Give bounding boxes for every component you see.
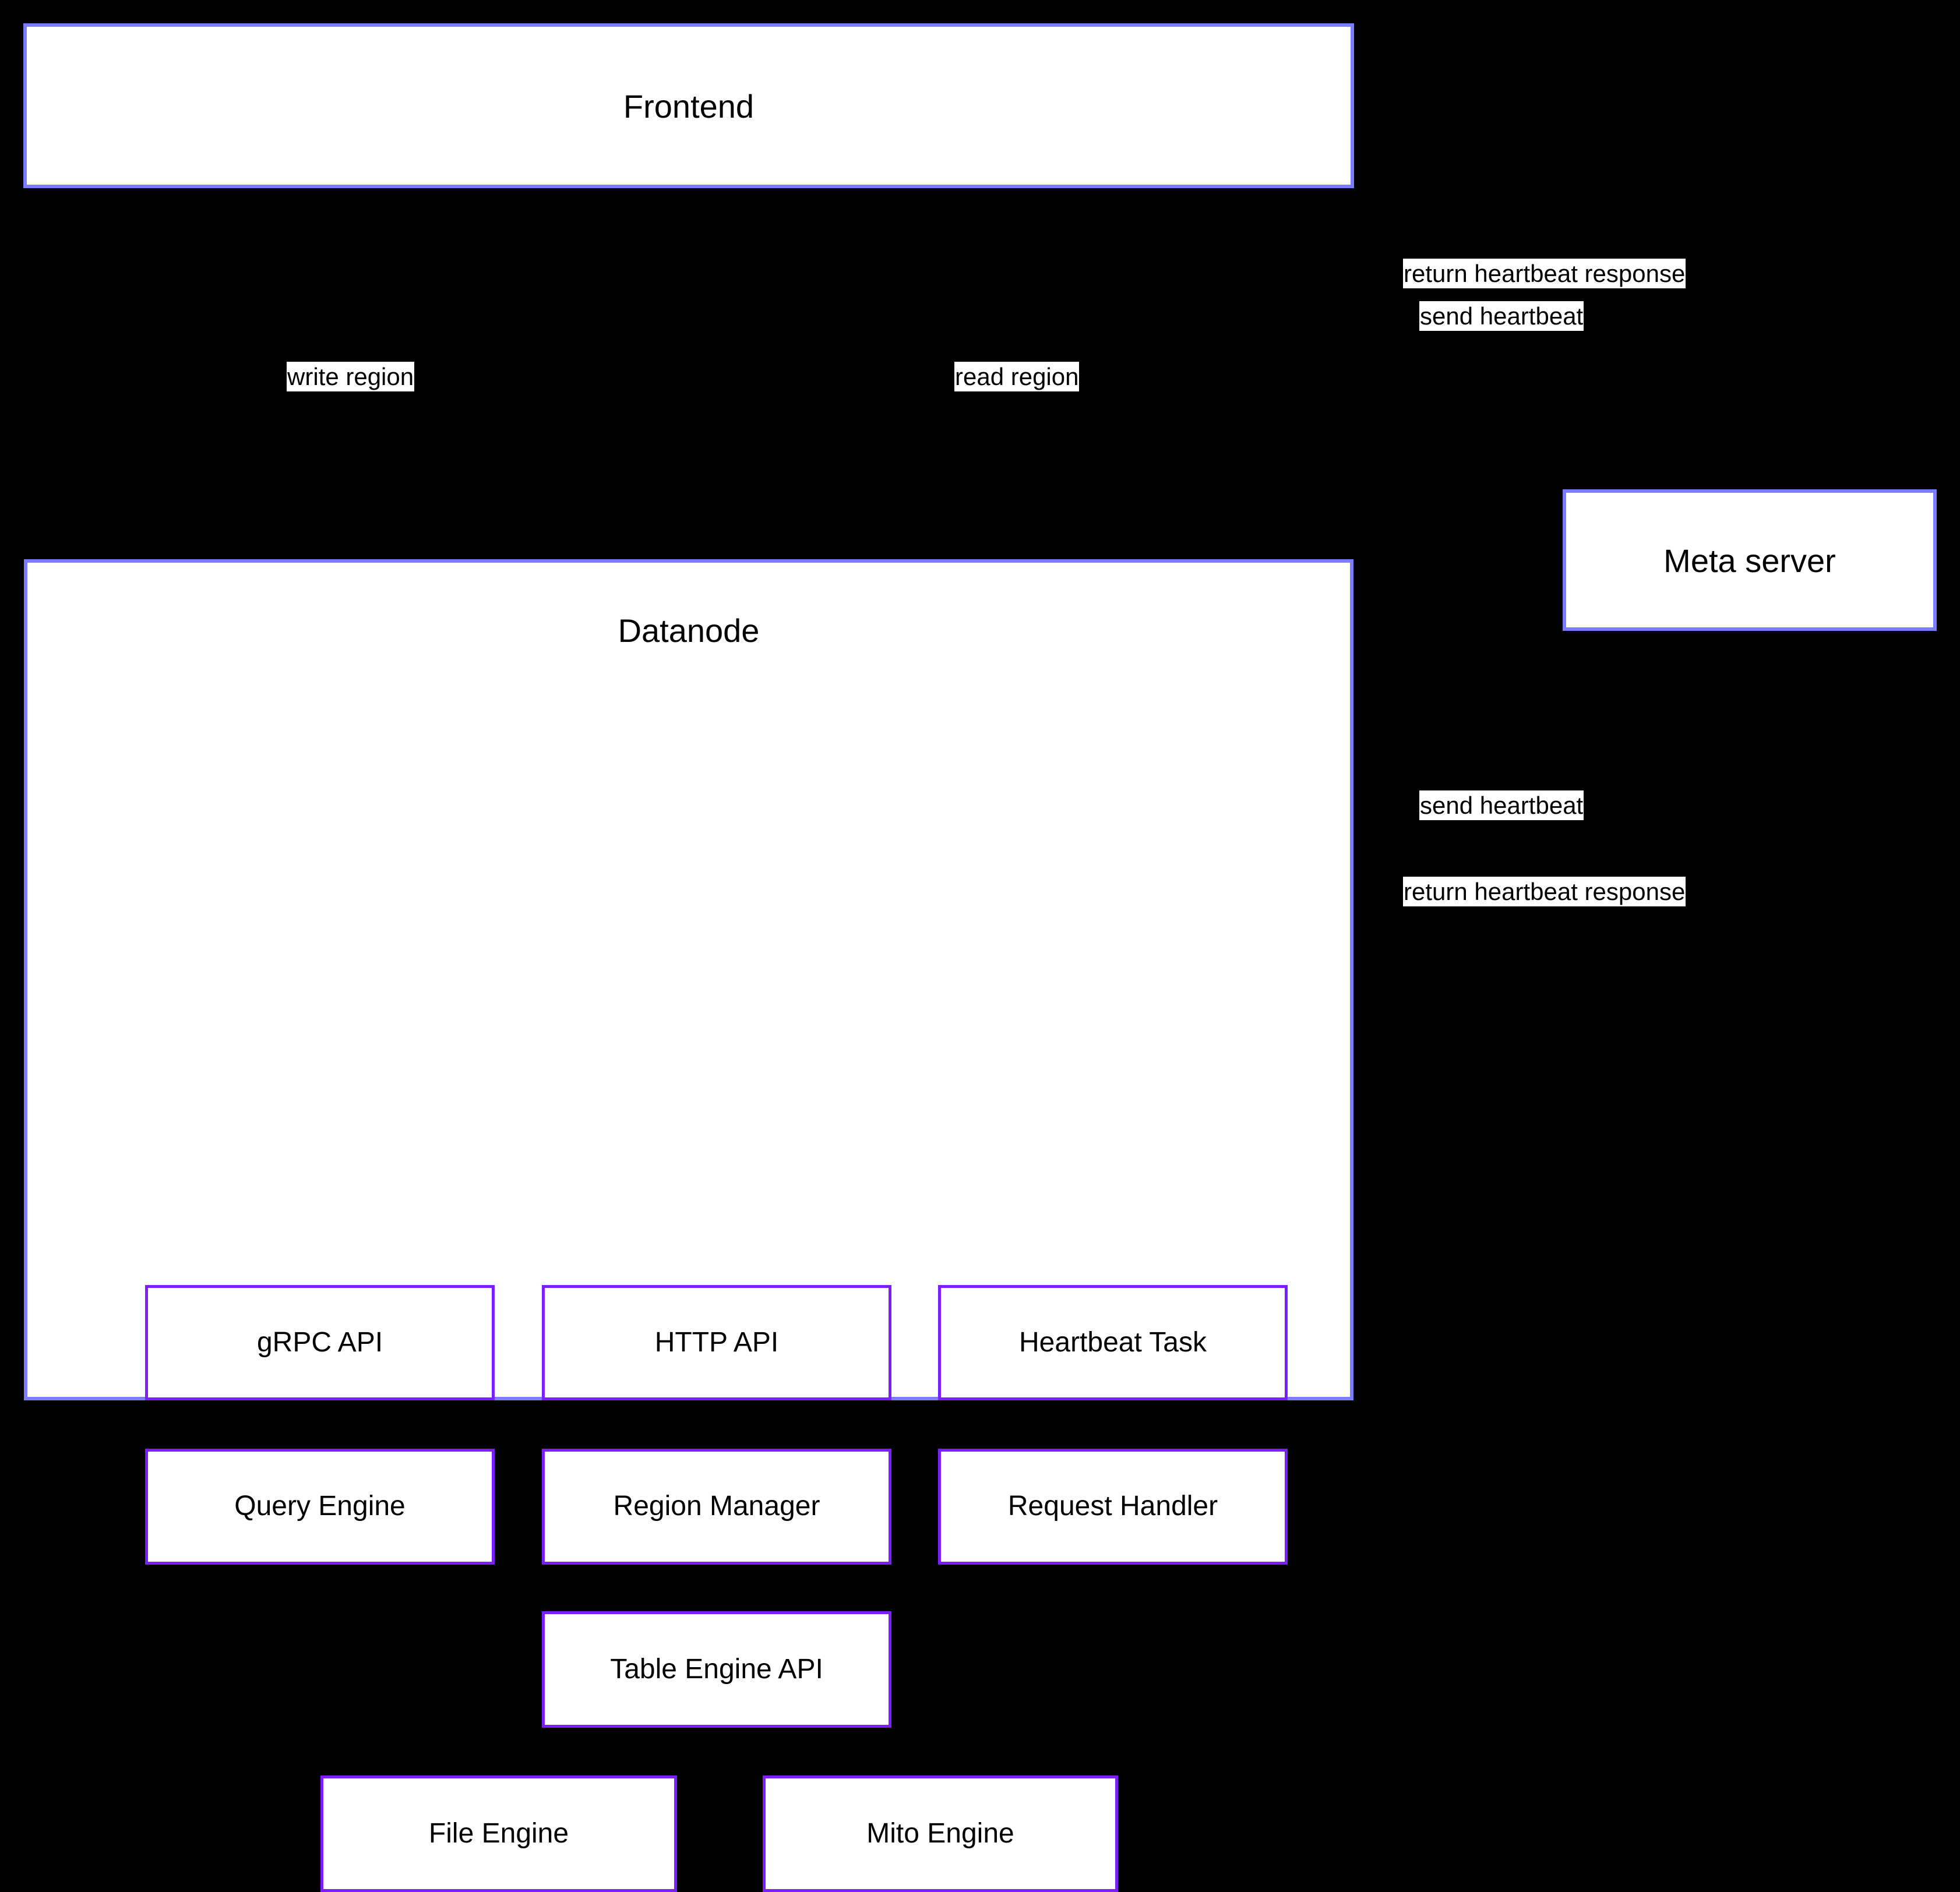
- edge-label-send-heartbeat-top: send heartbeat: [1419, 301, 1584, 331]
- frontend-node[interactable]: Frontend: [23, 23, 1354, 188]
- edge-label-write-region: write region: [287, 362, 415, 392]
- component-mito-engine[interactable]: Mito Engine: [763, 1775, 1118, 1892]
- edge-label-read-region: read region: [954, 362, 1080, 392]
- component-request-handler-label: Request Handler: [1007, 1491, 1218, 1522]
- component-http-api[interactable]: HTTP API: [542, 1285, 891, 1400]
- component-file-engine-label: File Engine: [428, 1817, 569, 1849]
- edge-label-return-heartbeat-response-top: return heartbeat response: [1403, 259, 1686, 289]
- component-request-handler[interactable]: Request Handler: [938, 1449, 1288, 1565]
- meta-server-label: Meta server: [1663, 542, 1836, 579]
- datanode-label: Datanode: [618, 612, 760, 649]
- meta-server-node[interactable]: Meta server: [1563, 489, 1937, 631]
- component-query-engine-label: Query Engine: [234, 1491, 406, 1522]
- component-query-engine[interactable]: Query Engine: [145, 1449, 495, 1565]
- component-grpc-api[interactable]: gRPC API: [145, 1285, 495, 1400]
- frontend-label: Frontend: [623, 88, 755, 125]
- component-table-engine-api[interactable]: Table Engine API: [542, 1611, 891, 1728]
- component-mito-engine-label: Mito Engine: [866, 1817, 1014, 1849]
- component-http-api-label: HTTP API: [654, 1326, 779, 1358]
- component-grpc-api-label: gRPC API: [256, 1326, 383, 1358]
- component-file-engine[interactable]: File Engine: [320, 1775, 677, 1892]
- datanode-node[interactable]: Datanode gRPC API HTTP API Heartbeat Tas…: [24, 559, 1353, 1892]
- diagram-canvas: Frontend Meta server Datanode gRPC API H…: [23, 23, 1937, 1892]
- component-region-manager-label: Region Manager: [613, 1491, 820, 1522]
- component-table-engine-api-label: Table Engine API: [610, 1653, 823, 1685]
- edge-label-return-heartbeat-response-bottom: return heartbeat response: [1403, 877, 1686, 907]
- component-heartbeat-task-label: Heartbeat Task: [1019, 1326, 1207, 1358]
- component-region-manager[interactable]: Region Manager: [542, 1449, 891, 1565]
- component-heartbeat-task[interactable]: Heartbeat Task: [938, 1285, 1288, 1400]
- edge-label-send-heartbeat-bottom: send heartbeat: [1419, 790, 1584, 821]
